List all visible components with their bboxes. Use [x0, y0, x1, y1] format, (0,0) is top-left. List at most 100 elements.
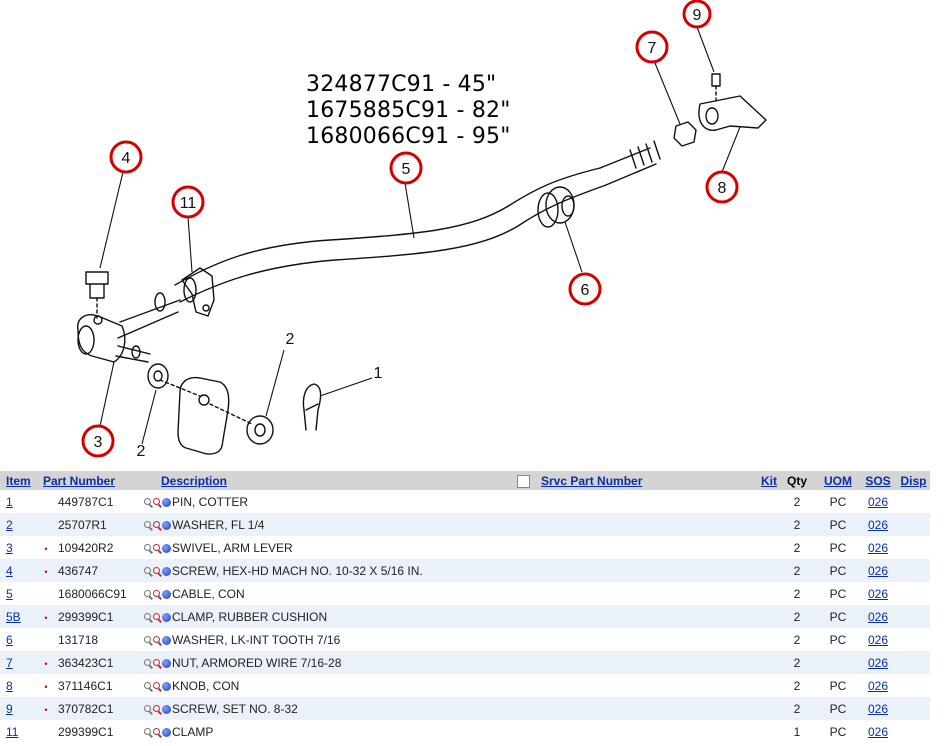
qty: 2 [793, 540, 801, 555]
search-red-icon[interactable] [153, 566, 160, 574]
item-link[interactable]: 2 [6, 517, 13, 532]
search-icon[interactable] [144, 589, 151, 597]
item-link[interactable]: 9 [6, 701, 13, 716]
part-number: 25707R1 [58, 517, 107, 532]
callout-3: 3 [94, 434, 103, 451]
header-srvc-part-number[interactable]: Srvc Part Number [541, 473, 643, 488]
uom: PC [829, 517, 847, 532]
header-sos[interactable]: SOS [865, 473, 891, 488]
description: SCREW, SET NO. 8-32 [172, 701, 298, 716]
item-link[interactable]: 6 [6, 632, 13, 647]
info-icon[interactable] [162, 566, 171, 576]
cable-length-notes: 324877C91 - 45" 1675885C91 - 82" 1680066… [306, 72, 511, 150]
search-icon[interactable] [144, 543, 151, 551]
header-disp[interactable]: Disp [900, 473, 927, 488]
description: SWIVEL, ARM LEVER [172, 540, 293, 555]
part-number: 371146C1 [58, 678, 113, 693]
search-icon[interactable] [144, 520, 151, 528]
header-uom[interactable]: UOM [824, 473, 852, 488]
item-link[interactable]: 5 [6, 586, 13, 601]
callout-9: 9 [693, 7, 702, 24]
status-dot: • [44, 704, 48, 715]
sos-link[interactable]: 026 [867, 632, 889, 647]
search-icon[interactable] [144, 681, 151, 689]
qty: 2 [793, 655, 801, 670]
header-description[interactable]: Description [161, 473, 228, 488]
search-red-icon[interactable] [153, 589, 160, 597]
cable-length-95: 1680066C91 - 95" [306, 124, 511, 149]
info-icon[interactable] [162, 727, 171, 737]
cable-outline-top [174, 167, 601, 286]
sos-link[interactable]: 026 [867, 678, 889, 693]
search-red-icon[interactable] [153, 543, 160, 551]
search-icon[interactable] [144, 635, 151, 643]
description: KNOB, CON [172, 678, 240, 693]
search-red-icon[interactable] [153, 497, 160, 505]
search-icon[interactable] [144, 566, 151, 574]
item-link[interactable]: 4 [6, 563, 13, 578]
info-icon[interactable] [162, 543, 171, 553]
info-icon[interactable] [162, 612, 171, 622]
search-red-icon[interactable] [153, 612, 160, 620]
search-red-icon[interactable] [153, 520, 160, 528]
info-icon[interactable] [162, 497, 171, 507]
info-icon[interactable] [162, 635, 171, 645]
sos-link[interactable]: 026 [867, 563, 889, 578]
callout-5: 5 [402, 161, 411, 178]
clamp-outline [181, 267, 215, 317]
info-icon[interactable] [162, 520, 171, 530]
qty: 2 [793, 609, 801, 624]
uom: PC [829, 678, 847, 693]
uom: PC [829, 563, 847, 578]
uom: PC [829, 724, 847, 739]
search-icon[interactable] [144, 612, 151, 620]
search-red-icon[interactable] [153, 635, 160, 643]
callout-11: 11 [180, 195, 197, 212]
cotter-pin [302, 383, 322, 431]
sos-link[interactable]: 026 [867, 724, 889, 739]
info-icon[interactable] [162, 589, 171, 599]
parts-table: Item Part Number Description Srvc Part N… [0, 471, 930, 743]
header-kit[interactable]: Kit [761, 473, 777, 488]
search-red-icon[interactable] [153, 681, 160, 689]
qty: 2 [793, 517, 801, 532]
callout-7: 7 [648, 40, 657, 57]
part-number: 370782C1 [58, 701, 114, 716]
item-link[interactable]: 5B [6, 609, 21, 624]
item-link[interactable]: 11 [6, 724, 19, 739]
qty: 2 [793, 563, 801, 578]
item-link[interactable]: 1 [6, 494, 13, 509]
item-link[interactable]: 7 [6, 655, 13, 670]
search-red-icon[interactable] [153, 704, 160, 712]
sos-link[interactable]: 026 [867, 655, 889, 670]
search-icon[interactable] [144, 658, 151, 666]
sos-link[interactable]: 026 [867, 586, 889, 601]
part-number: 1680066C91 [58, 586, 127, 601]
nut-7 [673, 121, 697, 147]
description: WASHER, LK-INT TOOTH 7/16 [172, 632, 341, 647]
part-number: 131718 [58, 632, 99, 647]
search-red-icon[interactable] [153, 658, 160, 666]
select-all-checkbox[interactable] [517, 474, 530, 488]
item-link[interactable]: 3 [6, 540, 13, 555]
search-icon[interactable] [144, 497, 151, 505]
screw-9 [711, 73, 721, 87]
sos-link[interactable]: 026 [867, 540, 889, 555]
header-part-number[interactable]: Part Number [43, 473, 116, 488]
search-red-icon[interactable] [153, 727, 160, 735]
search-icon[interactable] [144, 727, 151, 735]
description: CLAMP [172, 724, 214, 739]
sos-link[interactable]: 026 [867, 701, 889, 716]
sos-link[interactable]: 026 [867, 609, 889, 624]
qty: 2 [793, 701, 801, 716]
sos-link[interactable]: 026 [867, 517, 889, 532]
info-icon[interactable] [162, 704, 171, 714]
search-icon[interactable] [144, 704, 151, 712]
header-item[interactable]: Item [6, 473, 31, 488]
sos-link[interactable]: 026 [867, 494, 889, 509]
item-link[interactable]: 8 [6, 678, 13, 693]
info-icon[interactable] [162, 658, 171, 668]
info-icon[interactable] [162, 681, 171, 691]
